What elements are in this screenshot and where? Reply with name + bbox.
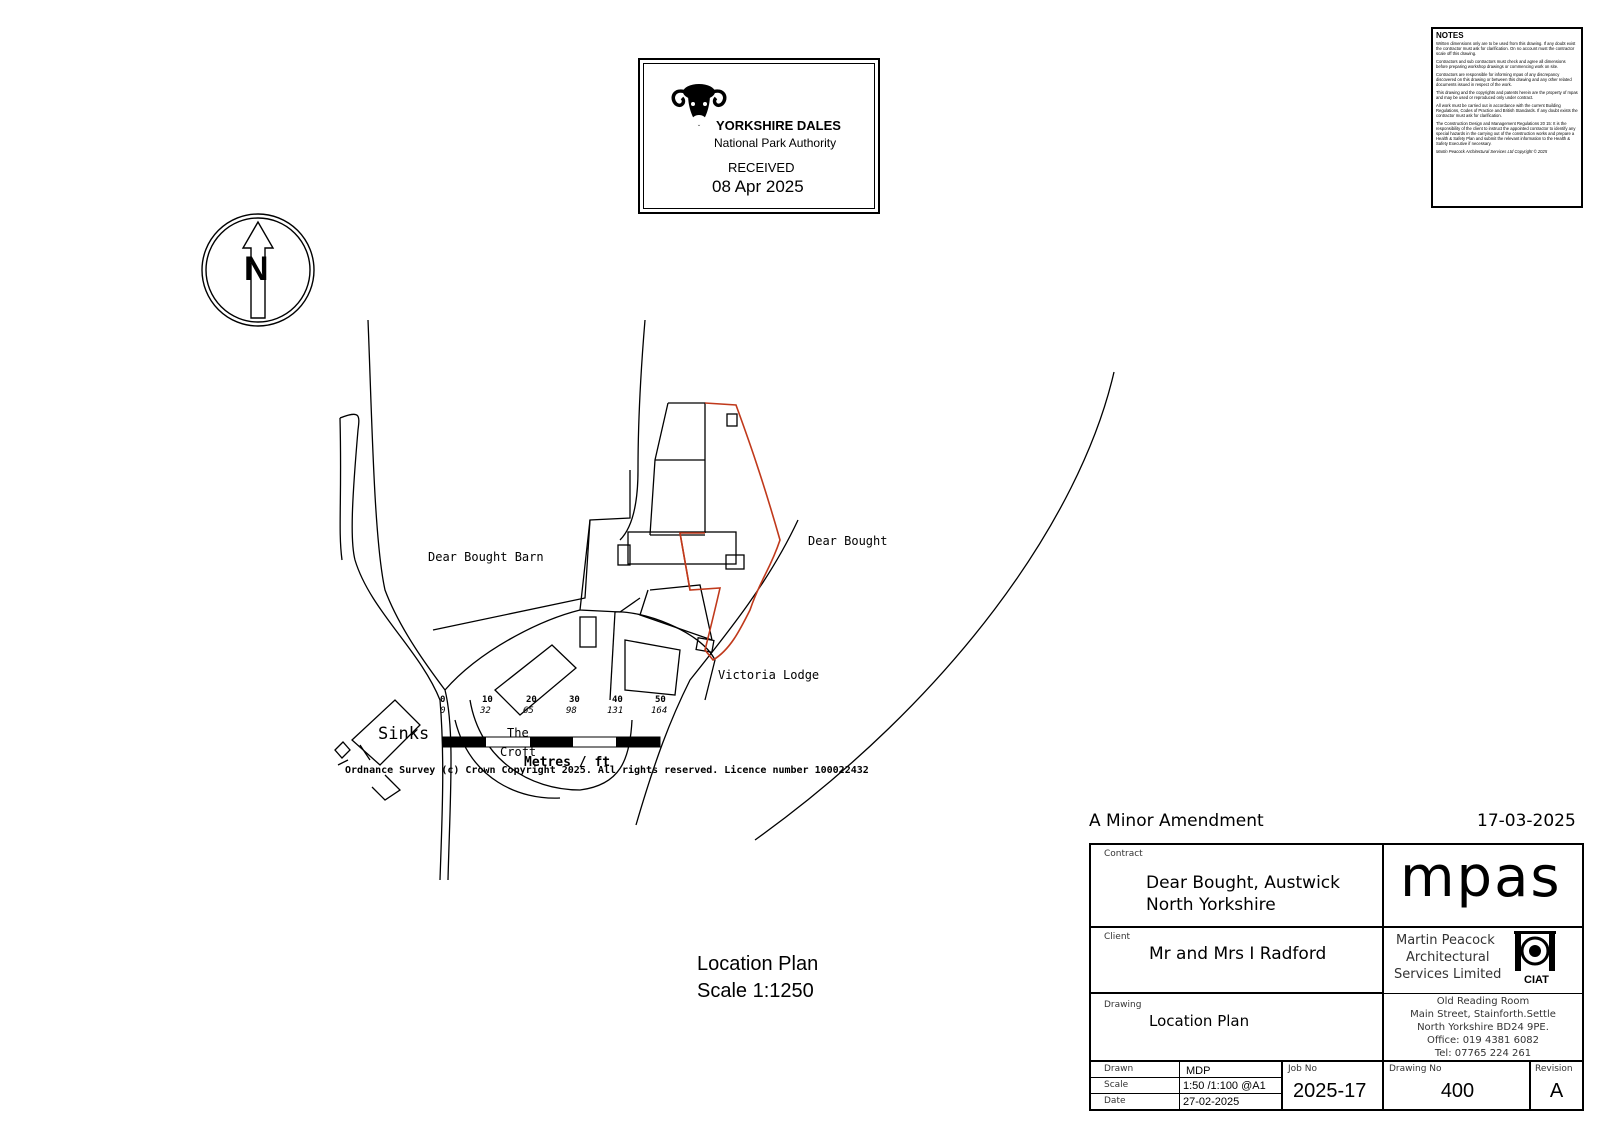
address-cell: Old Reading Room Main Street, Stainforth… [1384, 994, 1582, 1062]
contract-cell: Contract Dear Bought, Austwick North Yor… [1091, 845, 1384, 928]
address-line: North Yorkshire BD24 9PE. [1417, 1022, 1549, 1033]
scale-bar-unit: Metres / ft [524, 755, 611, 770]
notes-paragraph: Contractors and sub contractors must che… [1436, 59, 1566, 69]
revision-note: A Minor Amendment [1089, 811, 1264, 831]
drawn-value: MDP [1186, 1065, 1211, 1077]
date-row: Date 27-02-2025 [1091, 1094, 1281, 1111]
revision-value: A [1549, 1080, 1564, 1102]
contract-line-2: North Yorkshire [1146, 895, 1276, 915]
scale-row: Scale 1:50 /1:100 @A1 [1091, 1078, 1281, 1094]
drawn-label: Drawn [1104, 1064, 1134, 1074]
company-line-1: Martin Peacock [1396, 933, 1495, 948]
contract-line-1: Dear Bought, Austwick [1146, 873, 1340, 893]
ciat-crest-icon [1514, 931, 1556, 971]
revision-date: 17-03-2025 [1477, 811, 1576, 831]
revision-label: Revision [1535, 1064, 1573, 1074]
address-line: Old Reading Room [1436, 996, 1530, 1007]
scale-tick-label: 30 [569, 695, 580, 705]
stamp-org-name: YORKSHIRE DALES [716, 118, 841, 133]
company-cell: Martin Peacock Architectural Services Li… [1384, 928, 1582, 994]
scale-tick-label: 50 [655, 695, 666, 705]
drawing-no-label: Drawing No [1389, 1064, 1442, 1074]
plan-caption-scale: Scale 1:1250 [697, 980, 814, 1002]
drawn-info-cell: Drawn MDP Scale 1:50 /1:100 @A1 Date 27-… [1091, 1062, 1283, 1111]
drawing-title: Location Plan [1149, 1012, 1250, 1030]
drawn-info-divider [1179, 1062, 1180, 1111]
site-boundary [679, 402, 781, 662]
scale-tick-label: 10 [482, 695, 493, 705]
scale-tick-label: 40 [612, 695, 623, 705]
client-label: Client [1104, 932, 1131, 942]
scale-bar [442, 736, 661, 748]
north-letter: N [244, 250, 269, 288]
drawn-row: Drawn MDP [1091, 1062, 1281, 1078]
ciat-label: CIAT [1524, 974, 1549, 986]
job-no-cell: Job No 2025-17 [1283, 1062, 1384, 1111]
os-copyright: Ordnance Survey (c) Crown Copyright 2025… [345, 765, 869, 776]
label-sinks: Sinks [378, 724, 430, 744]
notes-paragraph: This drawing and the copyrights and pate… [1436, 90, 1578, 100]
north-arrow [201, 213, 315, 327]
address-line: Tel: 07765 224 261 [1434, 1048, 1532, 1059]
address-line: Main Street, Stainforth.Settle [1410, 1009, 1556, 1020]
map-linework [334, 319, 1115, 881]
scale-tick-label: 20 [526, 695, 537, 705]
drawing-label: Drawing [1104, 1000, 1142, 1010]
ram-logo-icon [671, 84, 727, 126]
stamp-org-subtitle: National Park Authority [714, 136, 837, 150]
notes-paragraph: The Construction Design and Management R… [1436, 121, 1576, 146]
scale-tick-label: 164 [651, 706, 668, 716]
scale-tick-label: 131 [607, 706, 624, 716]
stamp-received-date: 08 Apr 2025 [712, 177, 804, 196]
label-dear-bought-barn: Dear Bought Barn [428, 550, 544, 564]
scale-label: Scale [1104, 1080, 1129, 1090]
notes-paragraph: Written dimensions only are to be used f… [1436, 41, 1576, 56]
drawing-no-value: 400 [1440, 1080, 1475, 1102]
revision-cell: Revision A [1531, 1062, 1582, 1111]
scale-tick-label: 98 [566, 706, 577, 716]
notes-paragraph: All work must be carried out in accordan… [1436, 103, 1578, 118]
scale-tick-label: 32 [480, 706, 491, 716]
notes-footer: Martin Peacock Architectural Services Lt… [1436, 149, 1548, 154]
plan-caption-title: Location Plan [697, 953, 819, 975]
date-label: Date [1104, 1096, 1126, 1106]
mpas-logo: mpas [1400, 845, 1562, 910]
notes-title: NOTES [1436, 31, 1464, 40]
client-cell: Client Mr and Mrs I Radford [1091, 928, 1384, 994]
label-croft: Croft [500, 745, 537, 759]
notes-panel: NOTES Written dimensions only are to be … [1431, 27, 1583, 208]
client-name: Mr and Mrs I Radford [1149, 944, 1327, 964]
scale-value: 1:50 /1:100 @A1 [1183, 1080, 1266, 1092]
received-stamp: YORKSHIRE DALES National Park Authority … [638, 58, 880, 214]
company-line-3: Services Limited [1394, 967, 1502, 982]
job-no-label: Job No [1288, 1064, 1317, 1074]
label-victoria-lodge: Victoria Lodge [718, 668, 820, 682]
stamp-inner-border [643, 63, 875, 209]
label-dear-bought: Dear Bought [808, 534, 888, 548]
scale-tick-label: 0 [440, 706, 446, 716]
scale-tick-label: 65 [523, 706, 534, 716]
notes-paragraph: Contractors are responsible for informin… [1436, 72, 1572, 87]
contract-label: Contract [1104, 849, 1143, 859]
job-no-value: 2025-17 [1293, 1080, 1367, 1102]
company-line-2: Architectural [1406, 950, 1490, 965]
label-the: The [507, 726, 529, 740]
logo-cell: mpas [1384, 845, 1582, 928]
date-value: 27-02-2025 [1183, 1096, 1240, 1108]
scale-tick-label: 0 [440, 695, 446, 705]
drawing-no-cell: Drawing No 400 [1384, 1062, 1531, 1111]
stamp-received-label: RECEIVED [728, 160, 795, 175]
address-line: Office: 019 4381 6082 [1426, 1035, 1540, 1046]
drawing-cell: Drawing Location Plan [1091, 994, 1384, 1062]
title-block: Contract Dear Bought, Austwick North Yor… [1089, 843, 1584, 1111]
